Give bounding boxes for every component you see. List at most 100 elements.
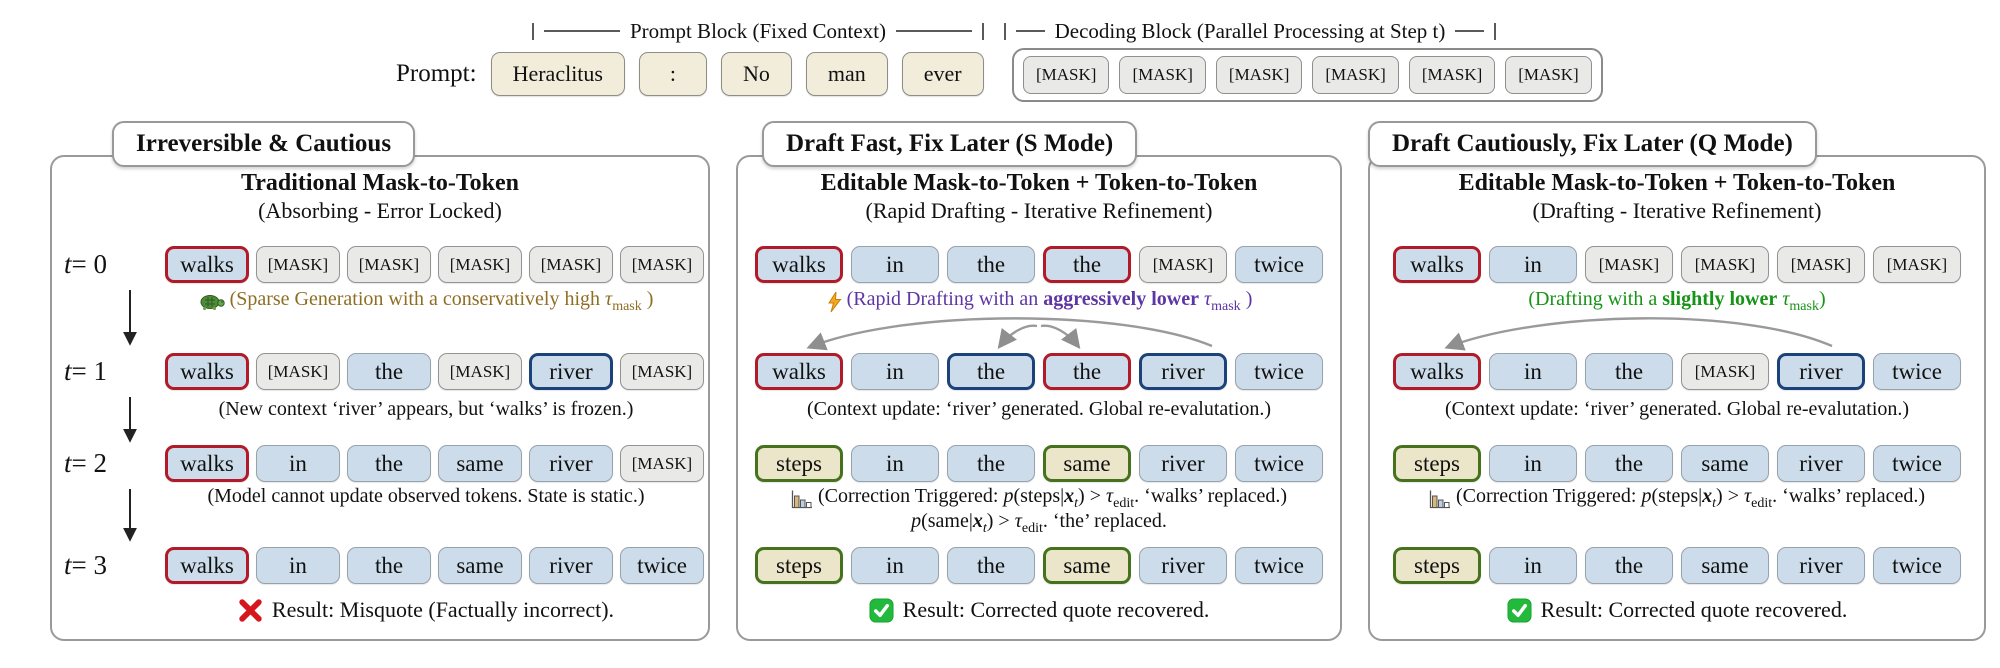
token: [MASK] [347, 246, 431, 283]
result-text: Result: Corrected quote recovered. [902, 597, 1210, 622]
prompt-block-label: Prompt Block (Fixed Context) [629, 18, 887, 43]
caption-text: (Correction Triggered: p(steps|xt) > τed… [1455, 485, 1926, 511]
result-row: Result: Corrected quote recovered. [738, 597, 1340, 623]
prompt-row: Prompt: Heraclitus : No man ever [396, 52, 984, 96]
token: in [256, 445, 340, 482]
token: in [851, 547, 939, 584]
bracket-tick [1004, 22, 1006, 40]
mask-token: [MASK] [1312, 56, 1399, 94]
token: the [947, 353, 1035, 390]
token: the [1043, 353, 1131, 390]
panel-subtitle: (Drafting - Iterative Refinement) [1532, 198, 1822, 223]
token: the [347, 353, 431, 390]
token: the [1585, 547, 1673, 584]
caption-text: (Drafting with a slightly lower τmask) [1528, 288, 1826, 314]
prompt-token: Heraclitus [490, 52, 625, 96]
token: twice [1873, 353, 1961, 390]
result-text: Result: Misquote (Factually incorrect). [271, 597, 615, 622]
caption-t2-line2: p(same|xt) > τedit. ‘the’ replaced. [738, 510, 1340, 537]
panel-traditional: Traditional Mask-to-Token (Absorbing - E… [50, 155, 710, 641]
token: the [947, 445, 1035, 482]
token: walks [165, 547, 249, 584]
token: the [1585, 445, 1673, 482]
check-icon [869, 597, 894, 623]
token: walks [1393, 246, 1481, 283]
lightning-icon [826, 291, 842, 313]
token: same [438, 547, 522, 584]
token-row-t3: steps in the same river twice [1370, 547, 1984, 584]
result-row: Result: Misquote (Factually incorrect). [52, 597, 708, 623]
token: river [1777, 547, 1865, 584]
prompt-token: No [720, 52, 792, 96]
token: steps [755, 547, 843, 584]
panel-subtitle: (Rapid Drafting - Iterative Refinement) [865, 198, 1213, 223]
token: in [256, 547, 340, 584]
decoding-block-label: Decoding Block (Parallel Processing at S… [1054, 18, 1446, 43]
token: river [1139, 445, 1227, 482]
token: twice [1235, 246, 1323, 283]
token: same [438, 445, 522, 482]
token: river [529, 445, 613, 482]
token: river [529, 547, 613, 584]
panel-title: Editable Mask-to-Token + Token-to-Token [820, 170, 1258, 196]
token: walks [1393, 353, 1481, 390]
token: in [851, 246, 939, 283]
check-icon [1507, 597, 1532, 623]
bracket-line [896, 30, 973, 32]
token: in [1489, 353, 1577, 390]
token: in [851, 353, 939, 390]
token-row-t2: t = 2 walks in the same river [MASK] [52, 445, 708, 482]
caption-t2: (Correction Triggered: p(steps|xt) > τed… [738, 485, 1340, 512]
token: [MASK] [529, 246, 613, 283]
token: same [1043, 445, 1131, 482]
caption-text: (Context update: ‘river’ generated. Glob… [1444, 398, 1910, 420]
cross-icon [238, 598, 263, 623]
prompt-block-bracket: Prompt Block (Fixed Context) [532, 16, 985, 46]
token-row-t1: walks in the [MASK] river twice [1370, 353, 1984, 390]
token: twice [1235, 547, 1323, 584]
bar-chart-icon [791, 489, 813, 509]
token: the [347, 445, 431, 482]
token: [MASK] [1585, 246, 1673, 283]
badge-s-mode: Draft Fast, Fix Later (S Mode) [762, 121, 1138, 167]
token: in [1489, 246, 1577, 283]
token: [MASK] [620, 246, 704, 283]
token: in [851, 445, 939, 482]
caption-t1: (Context update: ‘river’ generated. Glob… [738, 398, 1340, 421]
decoding-block-bracket: Decoding Block (Parallel Processing at S… [1004, 16, 1496, 46]
step-arrows [123, 290, 137, 542]
panel-q-mode: Editable Mask-to-Token + Token-to-Token … [1368, 155, 1986, 641]
token: same [1681, 445, 1769, 482]
token: same [1681, 547, 1769, 584]
token: walks [755, 246, 843, 283]
token: [MASK] [438, 353, 522, 390]
token: [MASK] [1681, 246, 1769, 283]
token-row-t2: steps in the same river twice [1370, 445, 1984, 482]
prompt-label: Prompt: [396, 60, 477, 87]
caption-text: (Correction Triggered: p(steps|xt) > τed… [817, 485, 1288, 511]
mask-token: [MASK] [1119, 56, 1206, 94]
token: twice [1873, 445, 1961, 482]
token: river [529, 353, 613, 390]
token: steps [755, 445, 843, 482]
caption-text: (Model cannot update observed tokens. St… [207, 485, 645, 507]
token: the [947, 246, 1035, 283]
step-label: t = 2 [64, 448, 107, 478]
token-row-t1: t = 1 walks [MASK] the [MASK] river [MAS… [52, 353, 708, 390]
mask-token: [MASK] [1023, 56, 1110, 94]
result-row: Result: Corrected quote recovered. [1370, 597, 1984, 623]
panel-title: Traditional Mask-to-Token [240, 170, 520, 196]
step-label: t = 0 [64, 249, 107, 279]
caption-text: (Rapid Drafting with an aggressively low… [846, 288, 1253, 314]
caption-text: (New context ‘river’ appears, but ‘walks… [218, 398, 634, 420]
bracket-tick [1494, 22, 1496, 40]
token-row-t3: t = 3 walks in the same river twice [52, 547, 708, 584]
caption-t2: (Correction Triggered: p(steps|xt) > τed… [1370, 485, 1984, 512]
panel-s-mode: Editable Mask-to-Token + Token-to-Token … [736, 155, 1342, 641]
token: [MASK] [438, 246, 522, 283]
token: twice [1235, 353, 1323, 390]
re-evaluation-arrows [806, 317, 1213, 351]
token: [MASK] [1139, 246, 1227, 283]
caption-t2: (Model cannot update observed tokens. St… [52, 485, 708, 508]
